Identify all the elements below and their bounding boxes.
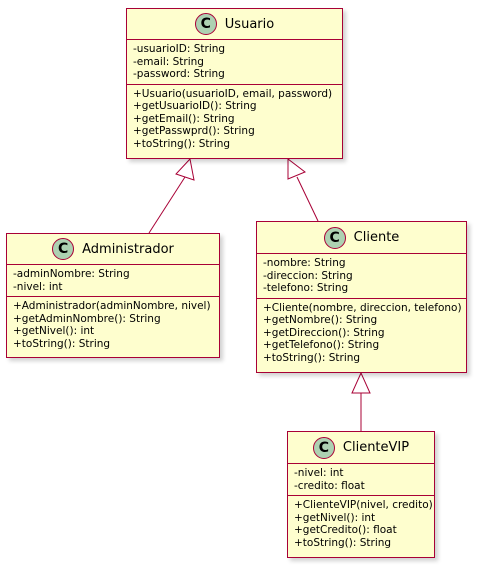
attribute: -direccion: String [263, 269, 353, 282]
method: +ClienteVIP(nivel, credito) [294, 499, 433, 511]
methods-administrador: +Administrador(adminNombre, nivel) +getA… [7, 296, 219, 353]
methods-cliente: +Cliente(nombre, direccion, telefono) +g… [257, 297, 466, 368]
method: +getCredito(): float [294, 524, 397, 536]
class-header-clientevip: C ClienteVIP [288, 432, 434, 463]
method: +toString(): String [13, 337, 111, 350]
class-cliente: C Cliente -nombre: String -direccion: St… [256, 221, 467, 373]
attribute: -email: String [133, 55, 204, 68]
method: +toString(): String [133, 137, 231, 150]
attribute: -adminNombre: String [13, 268, 130, 280]
methods-clientevip: +ClienteVIP(nivel, credito) +getNivel():… [288, 495, 434, 552]
class-stereotype-icon: C [194, 13, 217, 35]
method: +getNombre(): String [263, 314, 378, 326]
edge-clientevip-cliente-arrowhead [351, 371, 371, 394]
methods-usuario: +Usuario(usuarioID, email, password) +ge… [127, 83, 342, 154]
class-name-administrador: Administrador [82, 241, 174, 257]
method: +toString(): String [294, 536, 392, 549]
method: +getNivel(): int [13, 325, 95, 337]
attribute: -usuarioID: String [133, 43, 226, 55]
method: +getUsuarioID(): String [133, 100, 257, 112]
method: +getPasswprd(): String [133, 125, 255, 137]
method: +getDireccion(): String [263, 326, 385, 339]
class-stereotype-icon: C [312, 436, 335, 459]
method: +Administrador(adminNombre, nivel) [13, 300, 211, 312]
method: +getTelefono(): String [263, 339, 380, 351]
edge-administrador-usuario [148, 176, 186, 234]
method: +getEmail(): String [133, 112, 235, 125]
attribute: -password: String [133, 68, 225, 80]
class-header-cliente: C Cliente [257, 222, 466, 253]
attribute: -credito: float [294, 479, 365, 492]
method: +toString(): String [263, 351, 361, 364]
attributes-administrador: -adminNombre: String -nivel: int [7, 264, 219, 296]
class-name-clientevip: ClienteVIP [342, 440, 410, 455]
class-usuario: C Usuario -usuarioID: String -email: Str… [126, 8, 343, 159]
attributes-cliente: -nombre: String -direccion: String -tele… [257, 253, 466, 298]
method: +Usuario(usuarioID, email, password) [133, 87, 333, 100]
class-header-usuario: C Usuario [127, 9, 342, 39]
edge-cliente-usuario-arrowhead [287, 157, 306, 180]
class-stereotype-icon: C [52, 238, 75, 260]
attribute: -nivel: int [294, 467, 344, 479]
attributes-usuario: -usuarioID: String -email: String -passw… [127, 39, 342, 84]
class-administrador: C Administrador -adminNombre: String -ni… [6, 233, 220, 358]
class-clientevip: C ClienteVIP -nivel: int -credito: float… [287, 431, 435, 558]
attribute: -nombre: String [263, 257, 346, 269]
attribute: -telefono: String [263, 282, 349, 294]
attributes-clientevip: -nivel: int -credito: float [288, 463, 434, 495]
attribute: -nivel: int [13, 280, 63, 293]
method: +getNivel(): int [294, 511, 376, 524]
class-stereotype-icon: C [323, 226, 346, 249]
edge-cliente-usuario [296, 176, 319, 222]
class-name-usuario: Usuario [224, 16, 275, 32]
class-header-administrador: C Administrador [7, 234, 219, 264]
method: +getAdminNombre(): String [13, 312, 161, 325]
class-name-cliente: Cliente [353, 230, 400, 245]
edge-administrador-usuario-arrowhead [175, 157, 195, 181]
method: +Cliente(nombre, direccion, telefono) [263, 301, 462, 314]
